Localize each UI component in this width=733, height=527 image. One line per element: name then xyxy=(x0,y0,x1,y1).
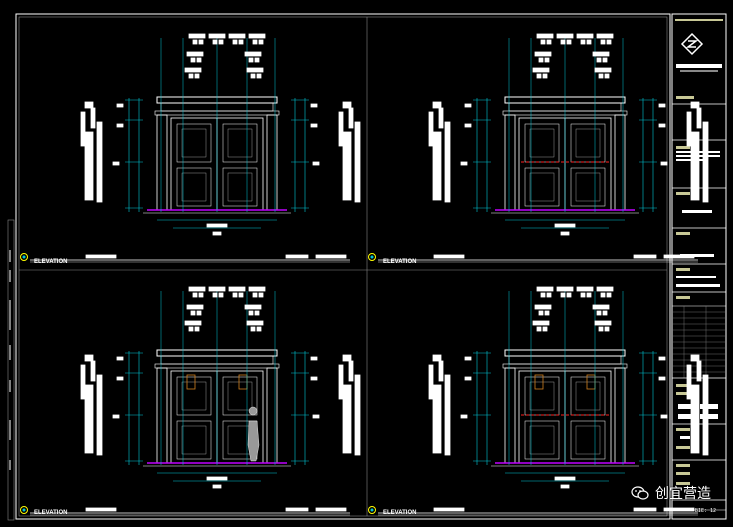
company-logo xyxy=(676,32,722,72)
elevation-view-3 xyxy=(20,286,361,516)
outer-frame xyxy=(15,13,671,520)
side-profile xyxy=(80,101,361,203)
view-title-bar xyxy=(368,253,698,263)
view-label-1: ELEVATION xyxy=(34,259,68,265)
watermark: 创宜营造 xyxy=(631,483,711,503)
title-block xyxy=(671,13,727,520)
elevation-view-2 xyxy=(368,33,709,263)
view-label-3: ELEVATION xyxy=(34,510,68,516)
dimension-lines xyxy=(473,38,657,229)
inner-frame xyxy=(18,16,668,517)
dimension-lines xyxy=(125,291,309,482)
view-label-4: ELEVATION xyxy=(383,510,417,516)
view-title-bar xyxy=(20,506,350,516)
annotation-tags xyxy=(112,286,320,489)
side-profile xyxy=(80,354,361,456)
dimension-lines xyxy=(473,291,657,482)
elevation-view-4 xyxy=(368,286,709,516)
view-label-2: ELEVATION xyxy=(383,259,417,265)
view-title-bar xyxy=(368,506,698,516)
side-profile xyxy=(428,101,709,203)
sheet-scale-text: BIE: 12 xyxy=(694,508,716,514)
annotation-tags xyxy=(112,33,320,236)
annotation-tags xyxy=(460,286,668,489)
wechat-icon xyxy=(631,486,649,500)
dimension-lines xyxy=(125,38,309,229)
watermark-text: 创宜营造 xyxy=(655,486,711,502)
left-margin-ticks xyxy=(7,219,15,521)
view-title-bar xyxy=(20,253,350,263)
annotation-tags xyxy=(460,33,668,236)
side-profile xyxy=(428,354,709,456)
elevation-view-1 xyxy=(20,33,361,263)
